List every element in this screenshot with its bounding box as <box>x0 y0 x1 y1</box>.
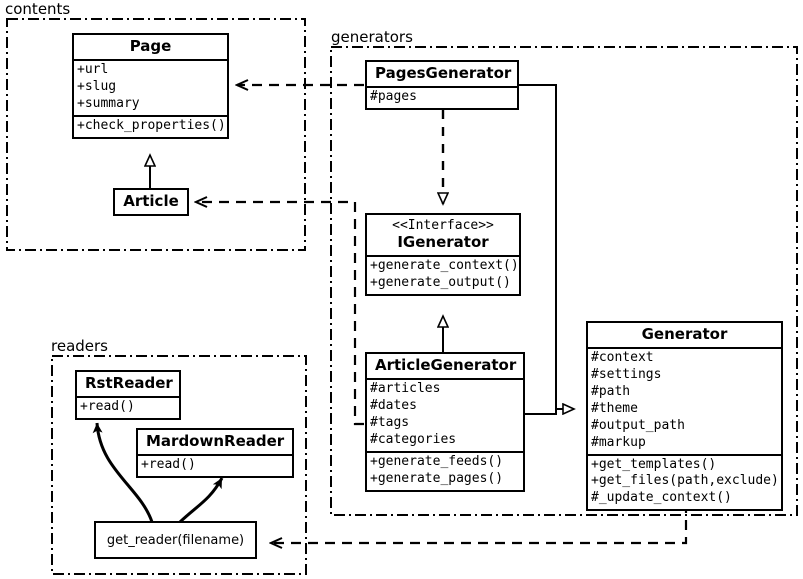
attribute: +url <box>77 62 109 78</box>
operation: +read() <box>80 399 135 415</box>
attribute: #output_path <box>591 417 685 433</box>
package-label-readers: readers <box>50 337 111 355</box>
operation: +generate_pages() <box>370 470 504 486</box>
edge-getreader-to-rstreader <box>92 422 154 523</box>
class-igenerator[interactable]: <<Interface>> IGenerator +generate_conte… <box>365 213 521 296</box>
package-border-contents <box>6 18 306 251</box>
class-rstreader-name: RstReader <box>85 374 173 392</box>
class-articlegenerator-attributes: #articles #dates #tags #categories <box>367 378 523 451</box>
operation: +generate_context() <box>370 257 519 273</box>
attribute: #context <box>591 350 654 366</box>
class-page-attributes: +url +slug +summary <box>74 59 227 115</box>
function-get-reader-label: get_reader(filename) <box>106 532 245 548</box>
operation: +get_templates() <box>591 456 717 472</box>
edge-pagesgenerator-to-generator <box>519 84 574 409</box>
function-get-reader[interactable]: get_reader(filename) <box>94 521 257 559</box>
class-rstreader-operations: +read() <box>77 396 179 418</box>
class-page[interactable]: Page +url +slug +summary +check_properti… <box>72 33 229 139</box>
class-igenerator-name: IGenerator <box>397 232 489 251</box>
class-mardownreader-name: MardownReader <box>146 432 285 450</box>
class-article-name: Article <box>123 192 179 210</box>
attribute: #articles <box>370 381 441 397</box>
class-pagesgenerator-name: PagesGenerator <box>375 64 512 82</box>
class-pagesgenerator[interactable]: PagesGenerator #pages <box>365 60 519 111</box>
package-border-generators <box>330 46 798 516</box>
class-pagesgenerator-attributes: #pages <box>367 86 517 108</box>
attribute: #path <box>591 384 631 400</box>
operation: +get_files(path,exclude) <box>591 473 779 489</box>
operation: +generate_output() <box>370 274 511 290</box>
package-border-readers <box>51 355 307 575</box>
class-articlegenerator-operations: +generate_feeds() +generate_pages() <box>367 450 523 490</box>
operation: +generate_feeds() <box>370 453 504 469</box>
attribute: #theme <box>591 400 638 416</box>
class-generator-attributes: #context #settings #path #theme #output_… <box>588 347 781 453</box>
operation: +read() <box>141 457 196 473</box>
class-article[interactable]: Article <box>113 188 189 217</box>
attribute: +slug <box>77 79 117 95</box>
attribute: +summary <box>77 96 140 112</box>
operation: +check_properties() <box>77 117 226 133</box>
attribute: #tags <box>370 415 410 431</box>
class-generator-name: Generator <box>641 325 728 343</box>
attribute: #markup <box>591 434 646 450</box>
edge-getreader-to-mardownreader <box>178 477 224 524</box>
class-mardownreader-operations: +read() <box>138 454 292 476</box>
class-generator[interactable]: Generator #context #settings #path #them… <box>586 321 783 512</box>
class-page-name: Page <box>129 37 172 55</box>
class-igenerator-operations: +generate_context() +generate_output() <box>367 254 519 294</box>
class-generator-operations: +get_templates() +get_files(path,exclude… <box>588 453 781 510</box>
class-page-operations: +check_properties() <box>74 114 227 137</box>
edge-articlegenerator-to-article <box>196 202 364 426</box>
attribute: #settings <box>591 367 662 383</box>
class-rstreader[interactable]: RstReader +read() <box>75 370 181 421</box>
attribute: #categories <box>370 431 457 447</box>
class-igenerator-header: <<Interface>> IGenerator <box>367 215 519 255</box>
package-label-generators: generators <box>330 28 416 46</box>
class-mardownreader[interactable]: MardownReader +read() <box>136 428 294 479</box>
edge-generator-to-getreader <box>271 503 688 543</box>
edge-articlegenerator-to-generator <box>525 409 557 415</box>
class-articlegenerator-name: ArticleGenerator <box>375 356 517 374</box>
operation: #_update_context() <box>591 490 732 506</box>
class-igenerator-stereotype: <<Interface>> <box>392 218 494 233</box>
attribute: #dates <box>370 398 417 414</box>
package-label-contents: contents <box>4 0 74 18</box>
attribute: #pages <box>370 89 417 105</box>
class-articlegenerator[interactable]: ArticleGenerator #articles #dates #tags … <box>365 352 525 492</box>
